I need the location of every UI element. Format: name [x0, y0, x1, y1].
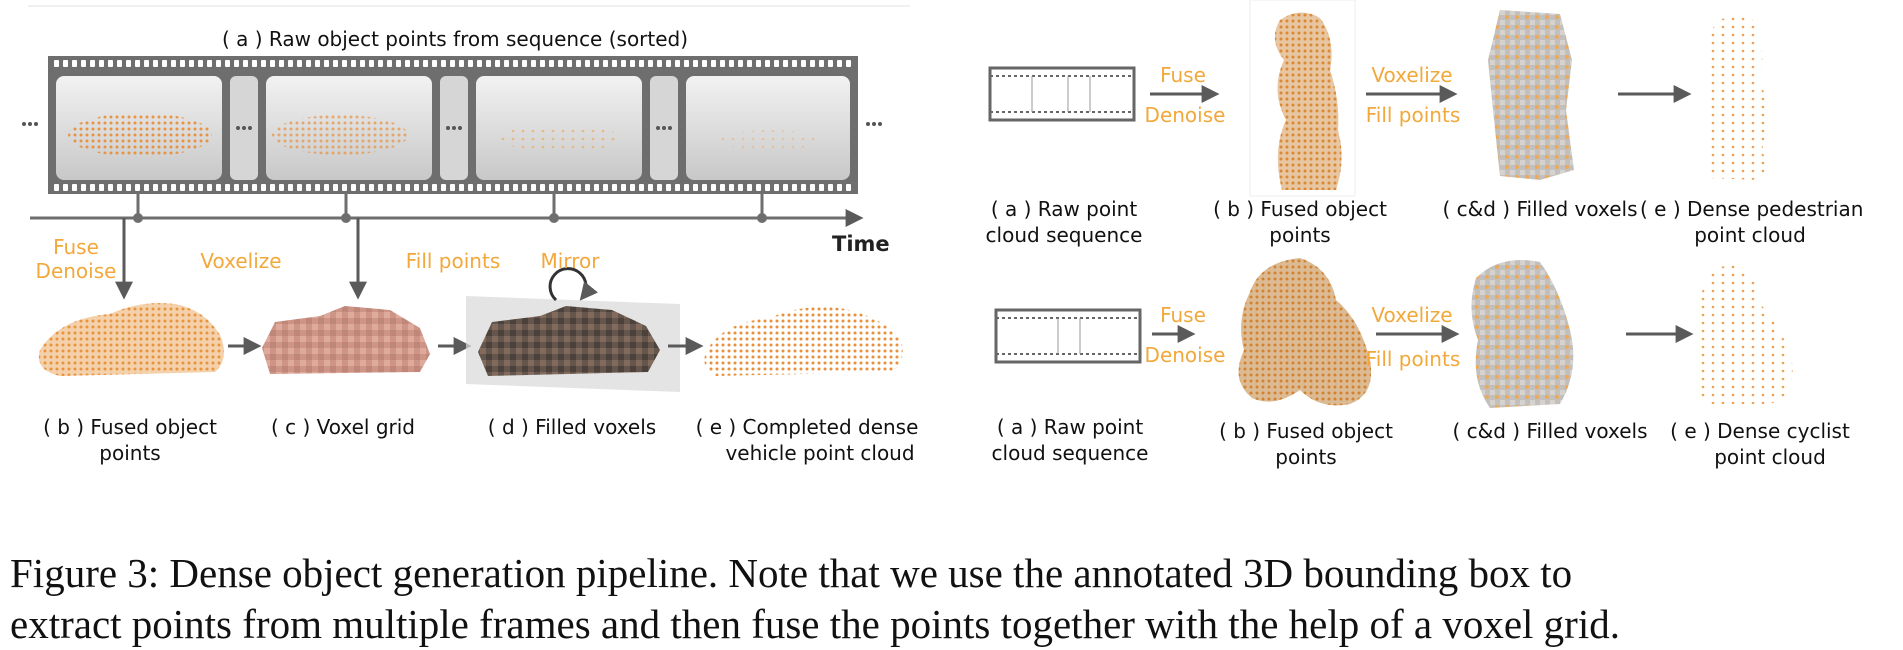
op-fuse: Fuse [53, 235, 99, 259]
rb-op-denoise: Denoise [1144, 343, 1226, 367]
raw-points-frame-4 [720, 130, 820, 150]
rb-op-fill-points: Fill points [1365, 347, 1461, 371]
label-e-line1: ( e ) Completed dense [695, 415, 919, 439]
rb-filled-voxels-cyclist [1471, 260, 1574, 408]
rt-label-cd: ( c&d ) Filled voxels [1442, 197, 1638, 221]
mirror-arrow [548, 267, 599, 302]
label-b-line2: points [99, 441, 161, 465]
rb-op-fuse: Fuse [1160, 303, 1206, 327]
rb-label-b-line1: ( b ) Fused object [1219, 419, 1393, 443]
dense-car [704, 307, 903, 376]
film-sprockets [54, 60, 851, 191]
rt-filled-voxels-pedestrian [1488, 10, 1574, 180]
rt-label-a-line2: cloud sequence [985, 223, 1143, 247]
op-mirror: Mirror [540, 249, 600, 273]
rt-label-e-line1: ( e ) Dense pedestrian [1640, 197, 1864, 221]
rb-label-a-line1: ( a ) Raw point [996, 415, 1144, 439]
raw-points-frame-1 [68, 113, 212, 157]
rt-op-voxelize: Voxelize [1371, 63, 1453, 87]
rb-dense-cyclist [1695, 265, 1793, 404]
op-denoise: Denoise [35, 259, 117, 283]
time-label: Time [832, 232, 890, 256]
rb-film-strip [994, 308, 1142, 364]
rt-op-fill-points: Fill points [1365, 103, 1461, 127]
film-ellipsis-marks [22, 122, 882, 126]
rb-label-b-line2: points [1275, 445, 1337, 469]
fused-car [38, 303, 224, 376]
rb-label-cd: ( c&d ) Filled voxels [1452, 419, 1648, 443]
rb-label-e-line2: point cloud [1714, 445, 1826, 469]
caption-line-2: extract points from multiple frames and … [10, 601, 1620, 647]
rb-op-voxelize: Voxelize [1371, 303, 1453, 327]
rt-op-denoise: Denoise [1144, 103, 1226, 127]
raw-points-frame-2 [272, 115, 408, 155]
op-voxelize: Voxelize [200, 249, 282, 273]
rt-op-fuse: Fuse [1160, 63, 1206, 87]
rt-fused-pedestrian [1249, 0, 1356, 197]
rb-label-a-line2: cloud sequence [991, 441, 1149, 465]
raw-points-frame-3 [500, 124, 620, 152]
rt-label-a-line1: ( a ) Raw point [990, 197, 1138, 221]
label-c: ( c ) Voxel grid [270, 415, 416, 439]
voxel-car [262, 306, 430, 374]
rt-dense-pedestrian [1704, 15, 1767, 181]
film-frame-4 [686, 76, 850, 180]
label-e-line2: vehicle point cloud [725, 441, 915, 465]
caption-line-1: Figure 3: Dense object generation pipeli… [10, 550, 1573, 596]
figure-caption: Figure 3: Dense object generation pipeli… [10, 548, 1890, 650]
rt-label-b-line1: ( b ) Fused object [1213, 197, 1387, 221]
filled-voxel-car [466, 267, 680, 392]
rt-film-strip [988, 66, 1136, 122]
label-d: ( d ) Filled voxels [487, 415, 657, 439]
op-fill-points: Fill points [405, 249, 501, 273]
rt-label-e-line2: point cloud [1694, 223, 1806, 247]
film-strip [48, 56, 858, 194]
label-b-line1: ( b ) Fused object [43, 415, 217, 439]
rb-label-e-line1: ( e ) Dense cyclist [1670, 419, 1850, 443]
rt-label-b-line2: points [1269, 223, 1331, 247]
film-title: ( a ) Raw object points from sequence (s… [221, 27, 689, 51]
rb-fused-cyclist [1238, 258, 1372, 406]
